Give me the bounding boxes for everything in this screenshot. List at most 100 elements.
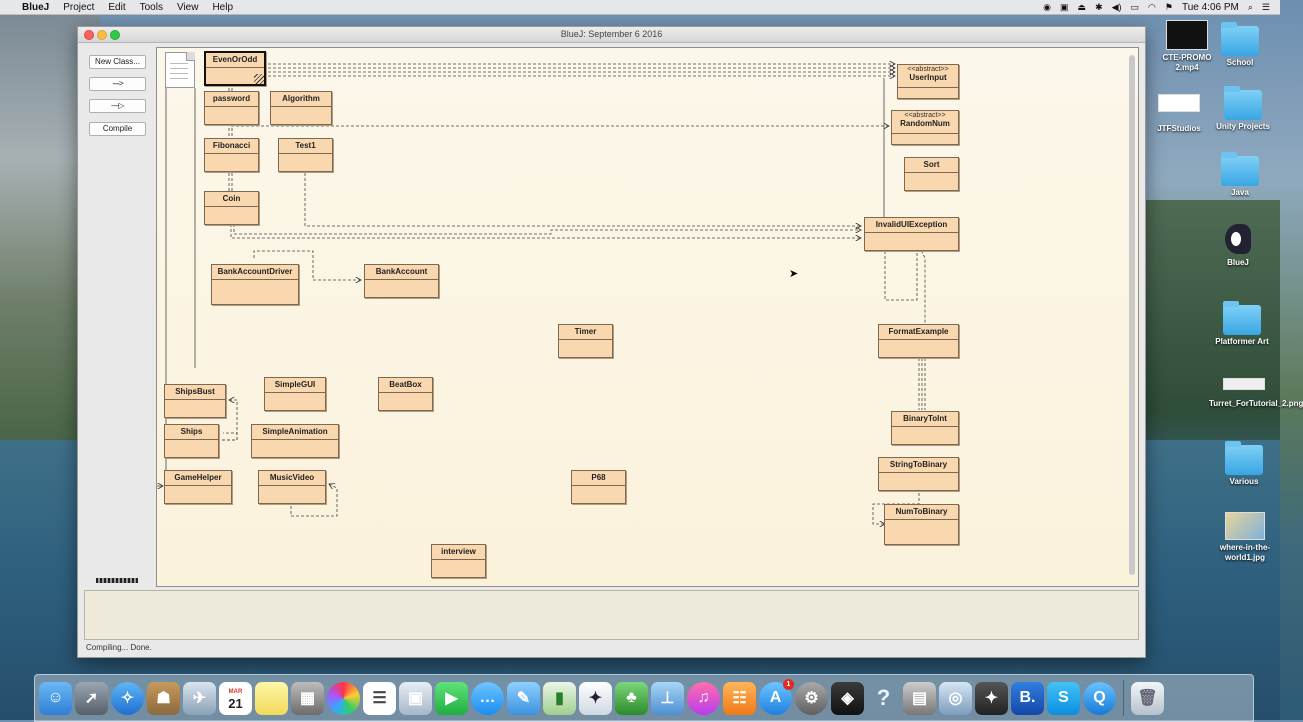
desktop-icon-where-in-the-world[interactable]: where-in-the-world1.jpg: [1210, 512, 1280, 563]
volume-icon[interactable]: ◀): [1111, 1, 1122, 12]
desktop-icon-school[interactable]: School: [1205, 22, 1275, 68]
zoom-button[interactable]: [110, 30, 120, 40]
eject-icon[interactable]: ⏏: [1077, 1, 1087, 12]
class-stringtobinary[interactable]: StringToBinary: [878, 457, 959, 491]
class-ships[interactable]: Ships: [164, 424, 219, 458]
ibooks-icon[interactable]: ☷: [723, 681, 756, 715]
class-p68[interactable]: P68: [571, 470, 626, 504]
calendar-icon[interactable]: MAR 21: [219, 681, 252, 715]
finder-icon[interactable]: ☺: [39, 681, 72, 715]
flag-icon[interactable]: ⚑: [1164, 1, 1173, 12]
preview-icon[interactable]: ✈: [183, 681, 216, 715]
class-interview[interactable]: interview: [431, 544, 486, 578]
menu-help[interactable]: Help: [212, 1, 234, 13]
class-beatbox[interactable]: BeatBox: [378, 377, 433, 411]
canvas-scrollbar[interactable]: [1129, 55, 1135, 575]
class-userinput[interactable]: <<abstract>> UserInput: [897, 64, 959, 99]
trash-icon[interactable]: 🗑: [1131, 681, 1164, 715]
battery-icon[interactable]: ▭: [1130, 1, 1140, 12]
menu-app-name[interactable]: BlueJ: [22, 1, 50, 13]
record-icon[interactable]: ◉: [1043, 1, 1052, 12]
class-stereotype: <<abstract>>: [907, 66, 949, 73]
desktop-icon-bluej[interactable]: BlueJ: [1203, 222, 1273, 268]
minimize-button[interactable]: [97, 30, 107, 40]
screenshot-icon[interactable]: ◎: [939, 681, 972, 715]
app-store-icon[interactable]: A 1: [759, 678, 794, 715]
desktop-icon-turret[interactable]: Turret_ForTutorial_2.png: [1209, 368, 1303, 409]
messages-icon[interactable]: …: [471, 681, 504, 715]
class-password[interactable]: password: [204, 91, 259, 125]
class-name: BankAccount: [375, 267, 428, 276]
calculator-icon[interactable]: ▦: [291, 681, 324, 715]
class-fibonacci[interactable]: Fibonacci: [204, 138, 259, 172]
menu-view[interactable]: View: [176, 1, 199, 13]
class-timer[interactable]: Timer: [558, 324, 613, 358]
class-bankaccount[interactable]: BankAccount: [364, 264, 439, 298]
class-test1[interactable]: Test1: [278, 138, 333, 172]
numbers-icon[interactable]: ▮: [543, 681, 576, 715]
window-titlebar[interactable]: BlueJ: September 6 2016: [78, 27, 1145, 43]
class-randomnum[interactable]: <<abstract>> RandomNum: [891, 110, 959, 145]
wifi-icon[interactable]: ◠: [1148, 1, 1156, 12]
desktop-icon-various[interactable]: Various: [1209, 441, 1279, 487]
desktop-icon-platformer-art[interactable]: Platformer Art: [1207, 301, 1277, 347]
class-bankaccountdriver[interactable]: BankAccountDriver: [211, 264, 299, 305]
keynote-icon[interactable]: ✎: [507, 681, 540, 715]
class-algorithm[interactable]: Algorithm: [270, 91, 332, 125]
menu-project[interactable]: Project: [63, 1, 95, 13]
class-evenorodd[interactable]: EvenOrOdd: [204, 51, 266, 86]
compile-button[interactable]: Compile: [89, 122, 146, 136]
skype-icon[interactable]: S: [1047, 681, 1080, 715]
class-invaliduiexception[interactable]: InvalidUIException: [864, 217, 959, 251]
keynote-podium-icon[interactable]: ⊥: [651, 681, 684, 715]
contacts-icon[interactable]: ☗: [147, 681, 180, 715]
class-simplegui[interactable]: SimpleGUI: [264, 377, 326, 411]
notes-icon[interactable]: [255, 681, 288, 715]
clock[interactable]: Tue 4:06 PM: [1181, 1, 1239, 13]
desktop-icon-unity-projects[interactable]: Unity Projects: [1208, 86, 1278, 132]
photos-icon[interactable]: [327, 681, 360, 715]
bluej-dock-icon[interactable]: ✦: [579, 681, 612, 715]
inheritance-arrow-button[interactable]: —▷: [89, 99, 146, 113]
class-simpleanimation[interactable]: SimpleAnimation: [251, 424, 339, 458]
safari-icon[interactable]: ✧: [111, 681, 144, 715]
desktop-icon-jtfstudios[interactable]: JTFStudios: [1144, 94, 1214, 134]
class-sort[interactable]: Sort: [904, 157, 959, 191]
greenfoot-icon[interactable]: ♣: [615, 681, 648, 715]
spotlight-icon[interactable]: ⌕: [1247, 1, 1253, 12]
output-area[interactable]: [84, 590, 1139, 640]
system-preferences-icon[interactable]: ⚙: [795, 681, 828, 715]
desktop-icon-cte-promo[interactable]: CTE-PROMO 2.mp4: [1152, 20, 1222, 73]
image-capture-icon[interactable]: ▣: [1060, 1, 1069, 12]
launchpad-icon[interactable]: ➚: [75, 681, 108, 715]
photo-booth-icon[interactable]: ▣: [399, 681, 432, 715]
class-shipsbust[interactable]: ShipsBust: [164, 384, 226, 418]
reminders-icon[interactable]: ☰: [363, 681, 396, 715]
desktop-icon-java[interactable]: Java: [1205, 152, 1275, 198]
help-icon[interactable]: ?: [876, 685, 891, 710]
facetime-icon[interactable]: ▶: [435, 681, 468, 715]
unity-icon[interactable]: ◈: [831, 681, 864, 715]
bluetooth-icon[interactable]: ✱: [1095, 1, 1103, 12]
class-name: BeatBox: [389, 380, 422, 389]
class-musicvideo[interactable]: MusicVideo: [258, 470, 326, 504]
resize-handle[interactable]: [254, 74, 264, 84]
close-button[interactable]: [84, 30, 94, 40]
project-readme-icon[interactable]: [165, 52, 195, 88]
class-gamehelper[interactable]: GameHelper: [164, 470, 232, 504]
dependency-arrow-button[interactable]: ---->: [89, 77, 146, 91]
menu-edit[interactable]: Edit: [108, 1, 126, 13]
menu-tools[interactable]: Tools: [139, 1, 163, 13]
class-coin[interactable]: Coin: [204, 191, 259, 225]
new-class-button[interactable]: New Class...: [89, 55, 146, 69]
itunes-icon[interactable]: ♫: [687, 681, 720, 715]
bluej-running-icon[interactable]: ✦: [975, 681, 1008, 715]
class-formatexample[interactable]: FormatExample: [878, 324, 959, 358]
class-numtobinary[interactable]: NumToBinary: [884, 504, 959, 545]
class-binarytoint[interactable]: BinaryToInt: [891, 411, 959, 445]
disk-utility-icon[interactable]: ▤: [903, 681, 936, 715]
quicktime-icon[interactable]: Q: [1083, 681, 1116, 715]
notification-center-icon[interactable]: ☰: [1261, 1, 1270, 12]
bbedit-icon[interactable]: B.: [1011, 681, 1044, 715]
class-diagram-canvas[interactable]: EvenOrOdd password Algorithm Fibonacci T…: [156, 47, 1139, 587]
